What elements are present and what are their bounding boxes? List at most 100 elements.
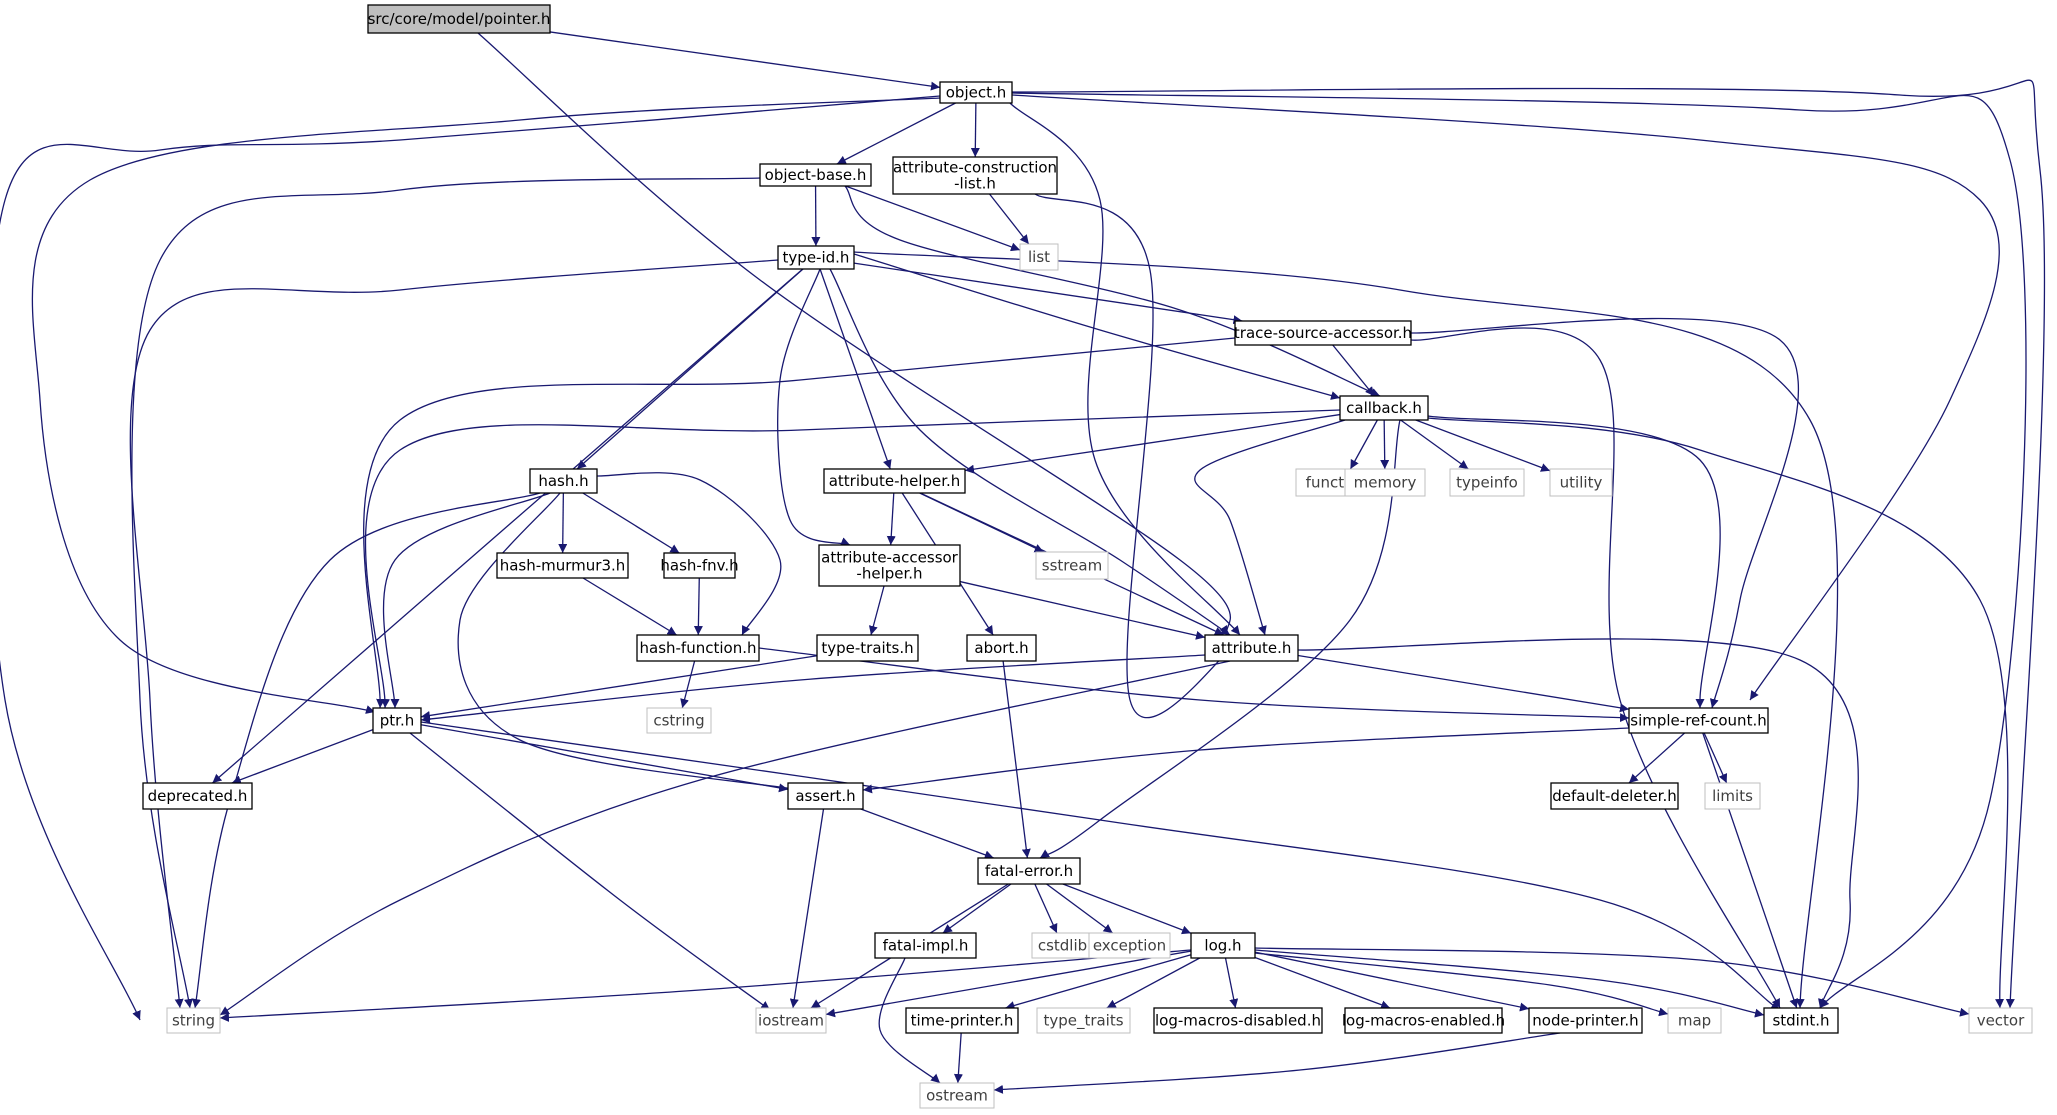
node-attr-cons-list-h[interactable]: attribute-construction-list.h: [892, 156, 1058, 195]
edge-attr_cons_list_h-to-attribute_h: [1034, 193, 1246, 719]
node-type-id-h[interactable]: type-id.h: [777, 245, 855, 270]
node-ptr-h[interactable]: ptr.h: [372, 707, 422, 734]
node-stdint-h[interactable]: stdint.h: [1763, 1007, 1839, 1034]
node-box: [1031, 932, 1094, 959]
node-map: map: [1667, 1007, 1722, 1034]
node-label: deprecated.h: [148, 787, 248, 805]
node-log-macros-disabled-h[interactable]: log-macros-disabled.h: [1153, 1007, 1323, 1034]
node-box: [823, 468, 966, 494]
node-box: [1763, 1007, 1839, 1034]
node-type-traits-h[interactable]: type-traits.h: [816, 634, 919, 662]
node-object-h[interactable]: object.h: [939, 81, 1013, 104]
edge-object_base_h-to-string: [131, 177, 761, 1009]
node-typeinfo: typeinfo: [1449, 468, 1525, 497]
edge-object_h-to-object_base_h: [836, 102, 956, 165]
edge-simple_ref_count_h-to-stdint_h: [1702, 732, 1799, 1009]
node-memory: memory: [1344, 468, 1426, 497]
edge-log_h-to-string: [219, 949, 1192, 1022]
node-box: [892, 156, 1058, 195]
node-string: string: [166, 1007, 221, 1034]
node-attr-accessor-helper-h[interactable]: attribute-accessor-helper.h: [818, 544, 961, 587]
edge-hash_h-to-string: [192, 492, 541, 1009]
node-box: [636, 634, 760, 662]
node-attribute-h[interactable]: attribute.h: [1204, 634, 1299, 662]
edge-callback_h-to-ptr_h: [364, 409, 1341, 709]
node-object-base-h[interactable]: object-base.h: [759, 163, 872, 187]
node-box: [663, 552, 736, 579]
node-fatal-error-h[interactable]: fatal-error.h: [977, 857, 1081, 885]
node-box: [529, 468, 598, 494]
node-hash-murmur3-h[interactable]: hash-murmur3.h: [496, 552, 629, 579]
node-box: [874, 932, 977, 959]
node-box: [166, 1007, 221, 1034]
node-box: [1019, 243, 1059, 271]
node-box: [372, 707, 422, 734]
edge-pointer_h-to-object_h: [549, 31, 941, 91]
node-label: exception: [1093, 937, 1166, 955]
node-box: [905, 1007, 1019, 1034]
node-pointer-h[interactable]: src/core/model/pointer.h: [367, 4, 551, 34]
edge-assert_h-to-fatal_error_h: [860, 808, 994, 860]
node-hash-function-h[interactable]: hash-function.h: [636, 634, 760, 662]
edge-type_id_h-to-attribute_helper_h: [819, 268, 892, 470]
edge-simple_ref_count_h-to-default_deleter_h: [1628, 732, 1686, 784]
node-callback-h[interactable]: callback.h: [1339, 395, 1429, 421]
edge-ptr_h-to-deprecated_h: [231, 728, 374, 785]
edge-object_h-to-string: [0, 95, 941, 1021]
node-box: [1190, 932, 1256, 959]
edge-type_id_h-to-attribute_h: [829, 268, 1231, 636]
node-label: hash-function.h: [640, 639, 757, 657]
node-abort-h[interactable]: abort.h: [966, 634, 1037, 662]
node-box: [919, 1082, 995, 1109]
node-label: ptr.h: [380, 712, 414, 730]
node-deprecated-h[interactable]: deprecated.h: [142, 782, 253, 810]
node-node-printer-h[interactable]: node-printer.h: [1528, 1007, 1643, 1034]
node-label: abort.h: [974, 639, 1028, 657]
node-label: typeinfo: [1456, 474, 1518, 492]
edge-log_h-to-log_macros_disabled_h: [1224, 957, 1239, 1009]
node-box: [1968, 1007, 2033, 1034]
node-log-h[interactable]: log.h: [1190, 932, 1256, 959]
edge-type_id_h-to-string: [129, 259, 779, 1009]
node-simple-ref-count-h[interactable]: simple-ref-count.h: [1628, 707, 1769, 734]
node-label: iostream: [758, 1012, 824, 1030]
node-label: vector: [1977, 1012, 2025, 1030]
node-box: [755, 1007, 827, 1034]
node-hash-h[interactable]: hash.h: [529, 468, 598, 494]
node-trace-source-accessor-h[interactable]: trace-source-accessor.h: [1234, 320, 1412, 346]
edge-trace_source_accessor_h-to-callback_h: [1332, 344, 1375, 397]
edge-trace_source_accessor_h-to-ptr_h: [363, 337, 1236, 709]
node-box: [1204, 634, 1299, 662]
node-label: limits: [1712, 787, 1753, 805]
node-assert-h[interactable]: assert.h: [787, 782, 864, 810]
node-box: [759, 163, 872, 187]
edge-hash_h-to-ptr_h: [382, 492, 551, 709]
node-log-macros-enabled-h[interactable]: log-macros-enabled.h: [1342, 1007, 1505, 1034]
edge-callback_h-to-simple_ref_count_h: [1427, 415, 1721, 721]
node-label: attribute-construction: [893, 159, 1057, 177]
node-box: [966, 634, 1037, 662]
edge-object_h-to-vector: [1011, 79, 2046, 1009]
node-label: attribute.h: [1212, 639, 1292, 657]
node-label: attribute-accessor: [821, 549, 959, 567]
node-cstring: cstring: [646, 707, 712, 734]
node-box: [367, 4, 551, 34]
node-label: cstring: [653, 712, 704, 730]
node-time-printer-h[interactable]: time-printer.h: [905, 1007, 1019, 1034]
node-box: [1528, 1007, 1643, 1034]
edge-callback_h-to-memory: [1380, 419, 1390, 470]
edge-hash_h-to-hash_fnv_h: [582, 492, 680, 554]
edge-callback_h-to-attribute_h: [1194, 419, 1346, 636]
node-attribute-helper-h[interactable]: attribute-helper.h: [823, 468, 966, 494]
node-default-deleter-h[interactable]: default-deleter.h: [1550, 782, 1679, 810]
node-cstdlib: cstdlib: [1031, 932, 1094, 959]
node-hash-fnv-h[interactable]: hash-fnv.h: [660, 552, 739, 579]
node-label: map: [1678, 1012, 1711, 1030]
node-label: -list.h: [954, 175, 996, 193]
node-label: fatal-impl.h: [883, 937, 969, 955]
node-label: -helper.h: [856, 565, 922, 583]
node-fatal-impl-h[interactable]: fatal-impl.h: [874, 932, 977, 959]
node-box: [818, 544, 961, 587]
edge-attribute_h-to-ptr_h: [420, 654, 1206, 724]
edge-pointer_h-to-attribute_h: [477, 32, 1232, 636]
